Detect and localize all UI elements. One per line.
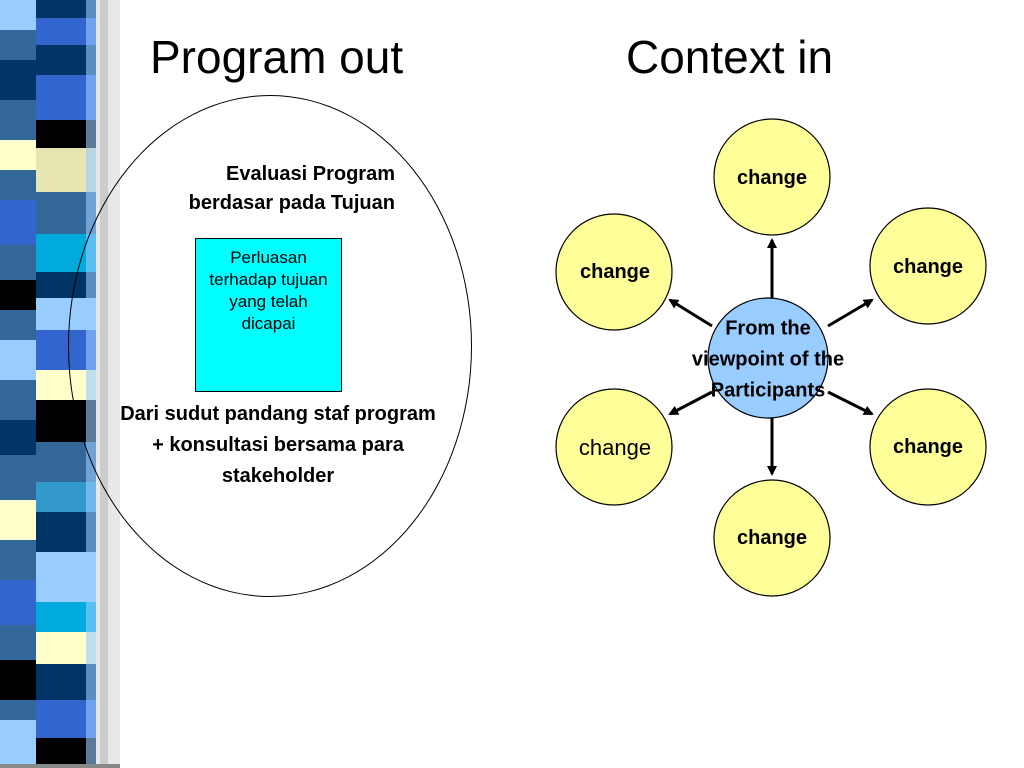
center-node-circle: [707, 297, 829, 419]
arrow-to-upper-left: [668, 298, 713, 328]
node-upper-right-circle: [869, 207, 987, 325]
center-node-label: From the viewpoint of the Participants: [691, 317, 845, 402]
node-lower-left-circle: [555, 388, 673, 506]
node-lower-left-label: change: [578, 435, 652, 460]
node-lower-right-label: change: [892, 436, 964, 458]
node-upper-left-label: change: [579, 261, 651, 283]
node-top-circle: [713, 118, 831, 236]
left-footer-text: Dari sudut pandang staf program + konsul…: [120, 403, 436, 487]
arrow-to-upper-right: [827, 298, 874, 328]
node-bottom-circle: [713, 479, 831, 597]
node-top-label: change: [736, 167, 808, 189]
title-program-out: Program out: [150, 31, 404, 83]
node-upper-right-label: change: [892, 256, 964, 278]
node-bottom-label: change: [736, 527, 808, 549]
arrow-to-lower-left: [668, 390, 713, 416]
arrow-to-lower-right: [827, 390, 874, 416]
left-heading: Evaluasi Program berdasar pada Tujuan: [110, 160, 395, 218]
goal-extension-box: Perluasan terhadap tujuan yang telah dic…: [195, 238, 342, 392]
node-lower-right-circle: [869, 388, 987, 506]
node-upper-left-circle: [555, 213, 673, 331]
left-heading-line-2: berdasar pada Tujuan: [188, 192, 395, 214]
title-context-in: Context in: [626, 31, 834, 83]
program-out-ellipse: [68, 95, 472, 597]
left-heading-line-1: Evaluasi Program: [226, 163, 395, 185]
